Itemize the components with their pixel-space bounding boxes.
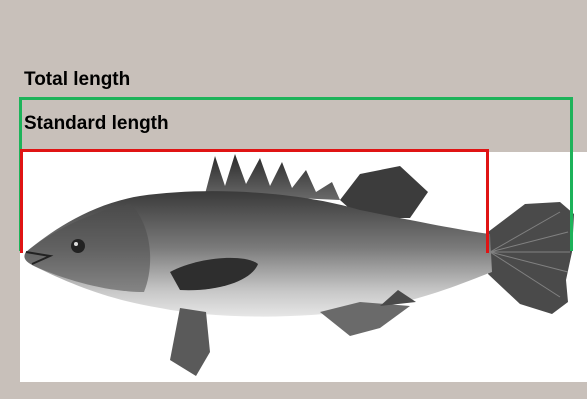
total-length-label: Total length (24, 69, 130, 91)
standard-length-bracket (20, 149, 489, 253)
standard-length-label: Standard length (24, 113, 169, 135)
pelvic-fin (170, 308, 210, 376)
